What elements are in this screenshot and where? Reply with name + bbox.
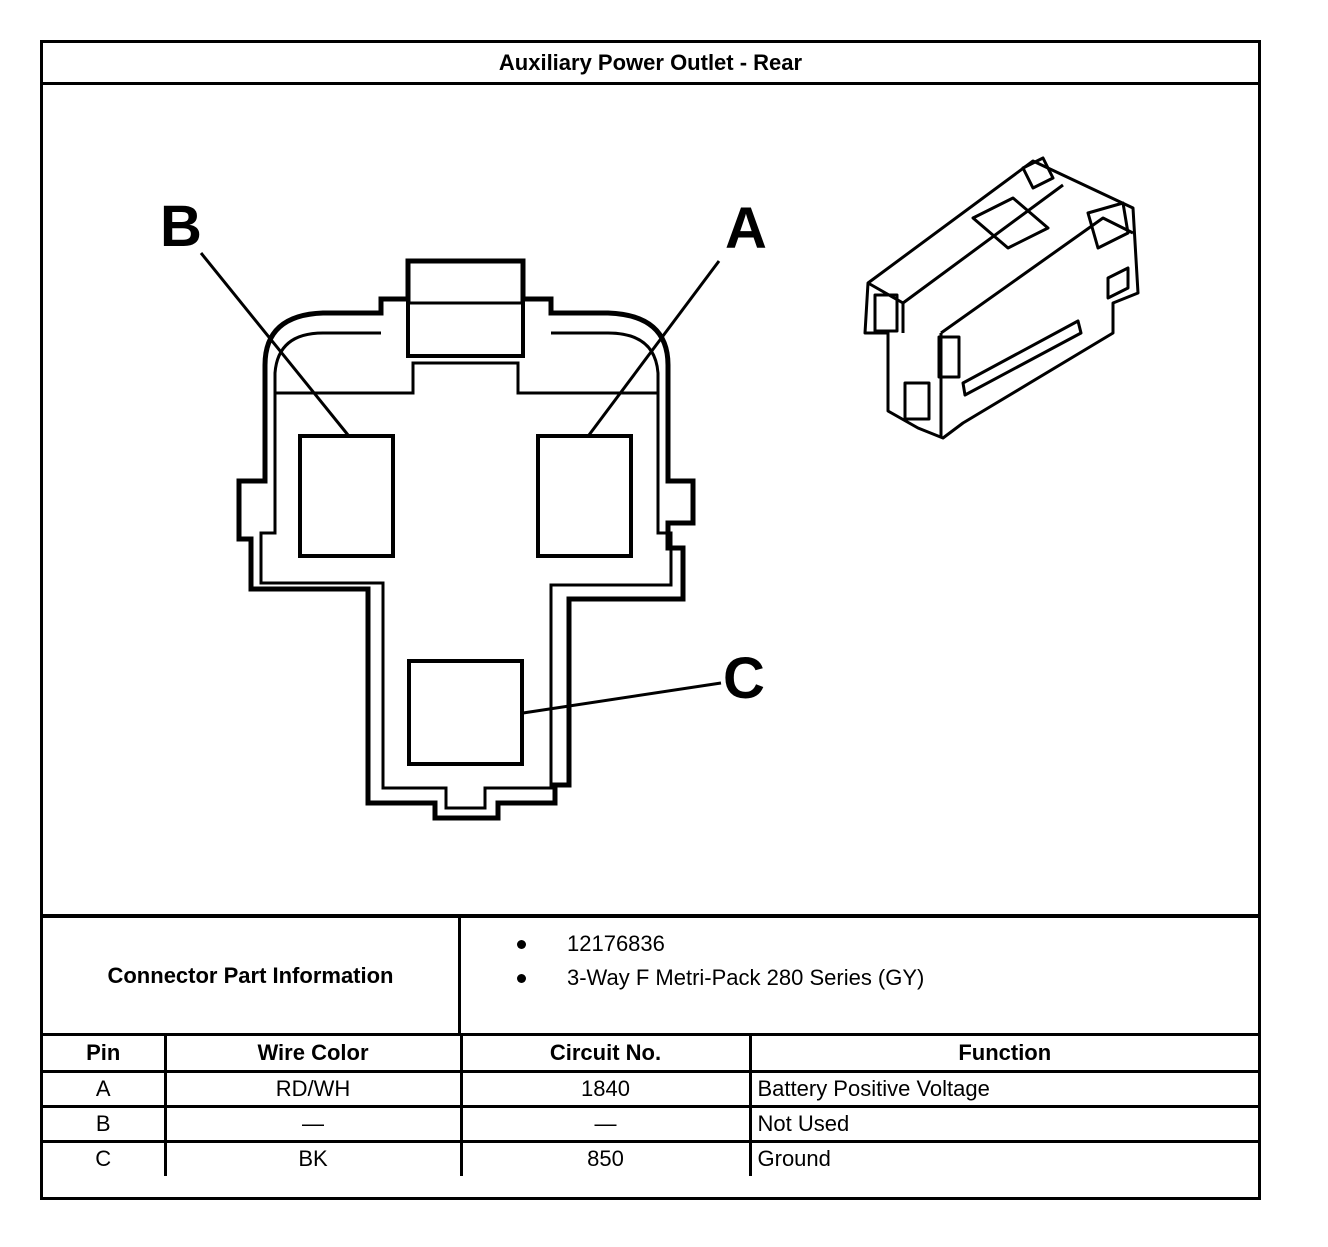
pin-label-c: C [723, 646, 765, 711]
part-info-label: Connector Part Information [43, 918, 461, 1033]
pin-table-header: Pin Wire Color Circuit No. Function [43, 1036, 1258, 1073]
cavity-c [407, 659, 524, 766]
header-function: Function [748, 1036, 1258, 1073]
wire-color-cell: — [163, 1104, 463, 1143]
page-title: Auxiliary Power Outlet - Rear [43, 43, 1258, 85]
connector-body-outline [236, 258, 696, 821]
bullet-icon [517, 940, 526, 949]
part-info-item: 3-Way F Metri-Pack 280 Series (GY) [461, 964, 1258, 998]
pin-table: Pin Wire Color Circuit No. Function A RD… [43, 1036, 1258, 1176]
table-row: B — — Not Used [43, 1104, 1258, 1143]
cavity-a [536, 434, 633, 558]
part-info-values: 12176836 3-Way F Metri-Pack 280 Series (… [461, 918, 1258, 1033]
wire-color-cell: RD/WH [163, 1069, 463, 1108]
header-wire-color: Wire Color [163, 1036, 463, 1073]
pin-cell: C [43, 1139, 167, 1176]
part-number: 12176836 [567, 931, 665, 956]
connector-isometric-view [863, 156, 1140, 440]
header-circuit-no: Circuit No. [459, 1036, 752, 1073]
connector-part-information: Connector Part Information 12176836 3-Wa… [43, 918, 1258, 1036]
pin-label-a: A [725, 196, 767, 261]
pin-label-b: B [160, 194, 202, 259]
circuit-cell: 850 [459, 1139, 752, 1176]
function-cell: Battery Positive Voltage [748, 1069, 1258, 1108]
connector-sheet: Auxiliary Power Outlet - Rear [40, 40, 1261, 1200]
part-description: 3-Way F Metri-Pack 280 Series (GY) [567, 965, 925, 990]
circuit-cell: — [459, 1104, 752, 1143]
connector-top-arch-right [551, 331, 660, 393]
leader-line-b [199, 252, 350, 436]
pin-cell: A [43, 1069, 167, 1108]
circuit-cell: 1840 [459, 1069, 752, 1108]
connector-top-arch [273, 331, 381, 393]
leader-line-a [587, 260, 721, 436]
pin-cell: B [43, 1104, 167, 1143]
connector-drawing: B A C [43, 85, 1258, 918]
connector-inner-outline [259, 361, 673, 810]
wire-color-cell: BK [163, 1139, 463, 1176]
connector-face-diagram: B A C [160, 156, 1140, 821]
cavity-b [298, 434, 395, 558]
function-cell: Ground [748, 1139, 1258, 1176]
connector-latch [406, 259, 525, 358]
leader-line-c [522, 681, 722, 715]
header-pin: Pin [43, 1036, 167, 1073]
table-row: C BK 850 Ground [43, 1139, 1258, 1176]
bullet-icon [517, 974, 526, 983]
function-cell: Not Used [748, 1104, 1258, 1143]
table-row: A RD/WH 1840 Battery Positive Voltage [43, 1069, 1258, 1108]
part-info-item: 12176836 [461, 930, 1258, 964]
